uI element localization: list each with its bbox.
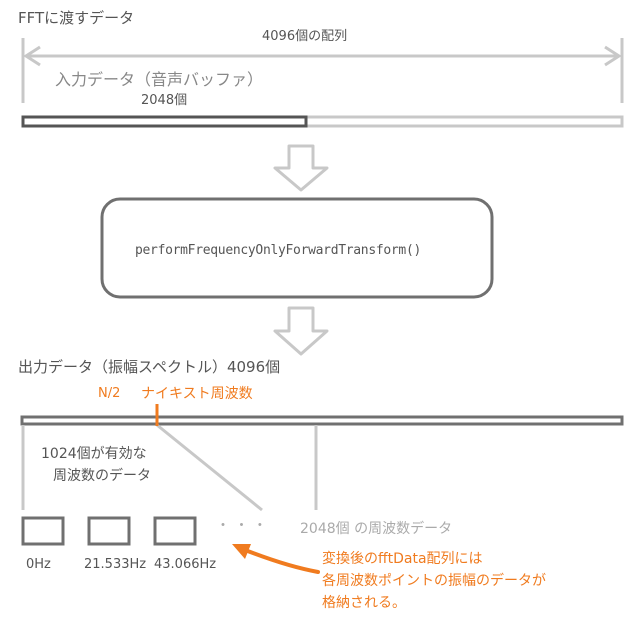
valid-data-line1: 1024個が有効な <box>41 446 147 462</box>
dots: ・ ・ ・ <box>216 518 267 534</box>
note-line3: 格納される。 <box>322 595 406 611</box>
bin-43hz-box <box>153 516 197 546</box>
input-count: 2048個 <box>141 93 188 108</box>
input-label: 入力データ（音声バッファ） <box>55 70 264 89</box>
function-box <box>100 197 494 299</box>
note-line1: 変換後のfftData配列には <box>322 551 483 567</box>
bin-21hz-box <box>87 516 131 546</box>
nyquist-leader <box>156 423 263 512</box>
bin-label-0hz: 0Hz <box>26 557 51 572</box>
nyquist-n: N/2 <box>98 386 121 401</box>
function-name: performFrequencyOnlyForwardTransform() <box>135 243 422 258</box>
callout-arrowhead <box>232 544 251 559</box>
title: FFTに渡すデータ <box>18 9 135 27</box>
array-range-left-arrowhead <box>23 45 41 67</box>
input-bar-empty-half <box>304 115 624 128</box>
valid-data-line2: 周波数のデータ <box>53 468 151 484</box>
array-label: 4096個の配列 <box>262 29 348 44</box>
down-arrow-2 <box>273 306 329 356</box>
bin-label-43hz: 43.066Hz <box>154 557 217 572</box>
array-range-right-arrowhead <box>604 45 622 67</box>
callout-arrow-line <box>238 546 320 574</box>
bin-label-21hz: 21.533Hz <box>84 557 147 572</box>
output-bar <box>20 415 624 426</box>
bin-0hz-box <box>21 516 65 546</box>
input-bar-filled-half <box>21 115 308 128</box>
note-line2: 各周波数ポイントの振幅のデータが <box>322 573 546 589</box>
nyquist-label: ナイキスト周波数 <box>141 386 253 402</box>
down-arrow-1 <box>273 144 329 192</box>
output-label: 出力データ（振幅スペクトル）4096個 <box>18 358 281 376</box>
freq-data-label: 2048個 の周波数データ <box>300 521 453 537</box>
